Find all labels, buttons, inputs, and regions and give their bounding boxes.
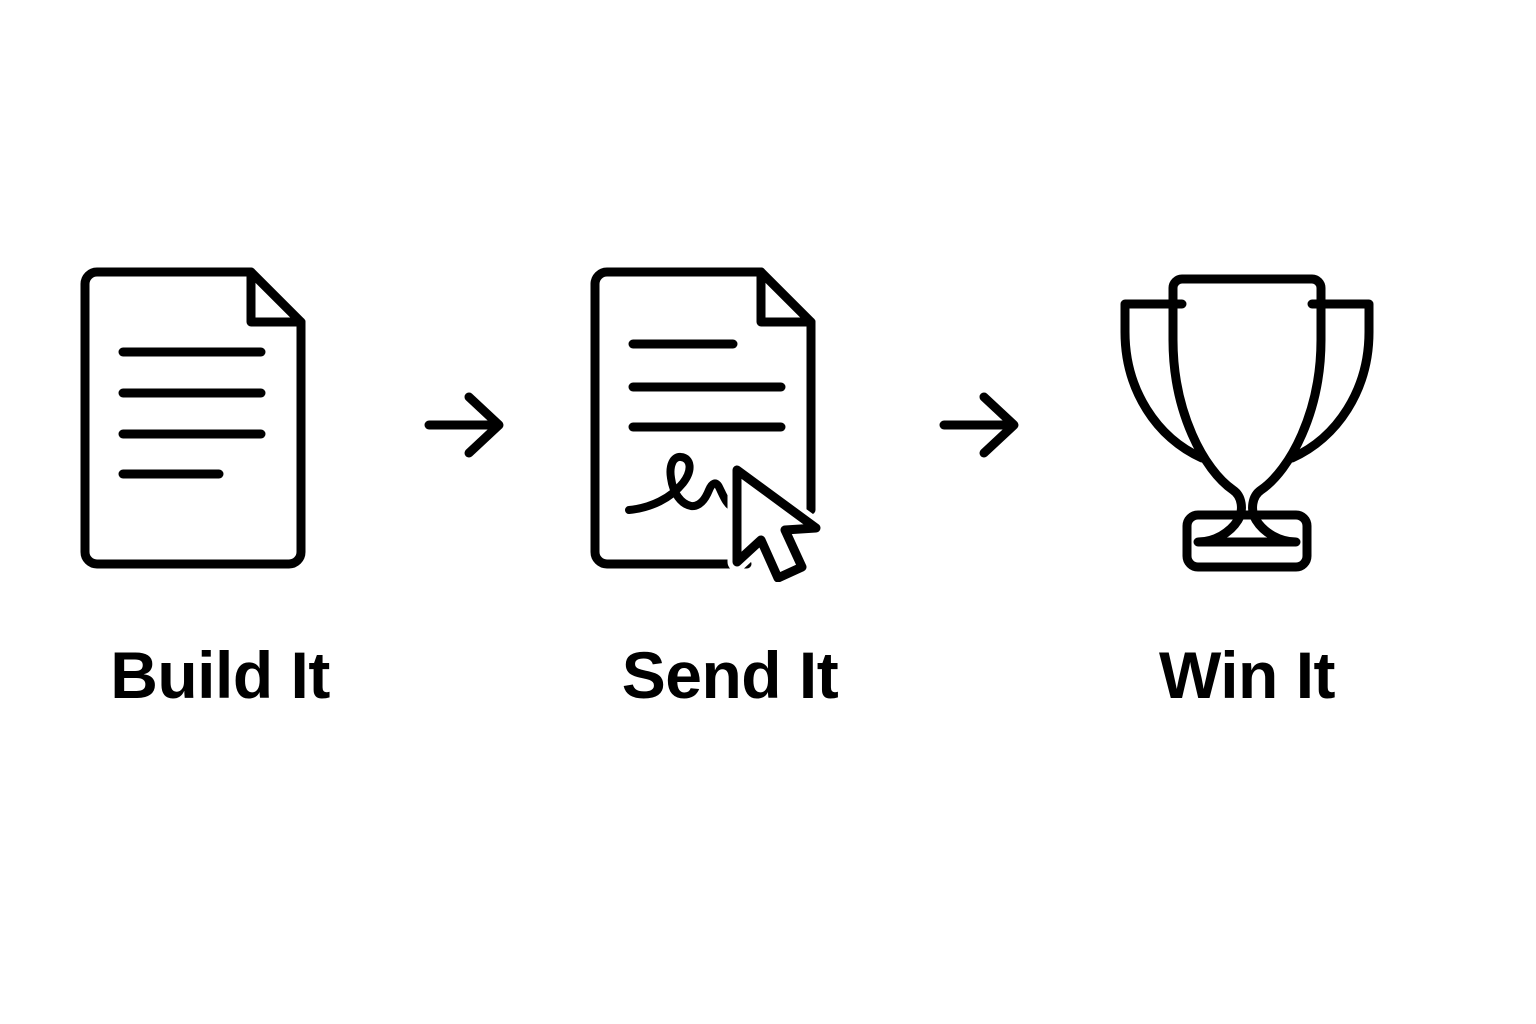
cursor-arrow-glyph <box>727 460 826 588</box>
trophy-icon <box>1102 262 1392 582</box>
process-step-win: Win It <box>1082 262 1412 708</box>
step-label-build: Build It <box>110 638 330 712</box>
arrow-right-icon <box>930 380 1030 470</box>
step-label-win: Win It <box>1158 638 1336 712</box>
process-step-build: Build It <box>55 262 385 708</box>
process-step-send: Send It <box>565 262 895 708</box>
step-label-send: Send It <box>621 638 839 712</box>
signed-document-cursor-icon <box>585 262 875 588</box>
document-lines-icon <box>75 262 365 582</box>
arrow-right-icon <box>415 380 515 470</box>
